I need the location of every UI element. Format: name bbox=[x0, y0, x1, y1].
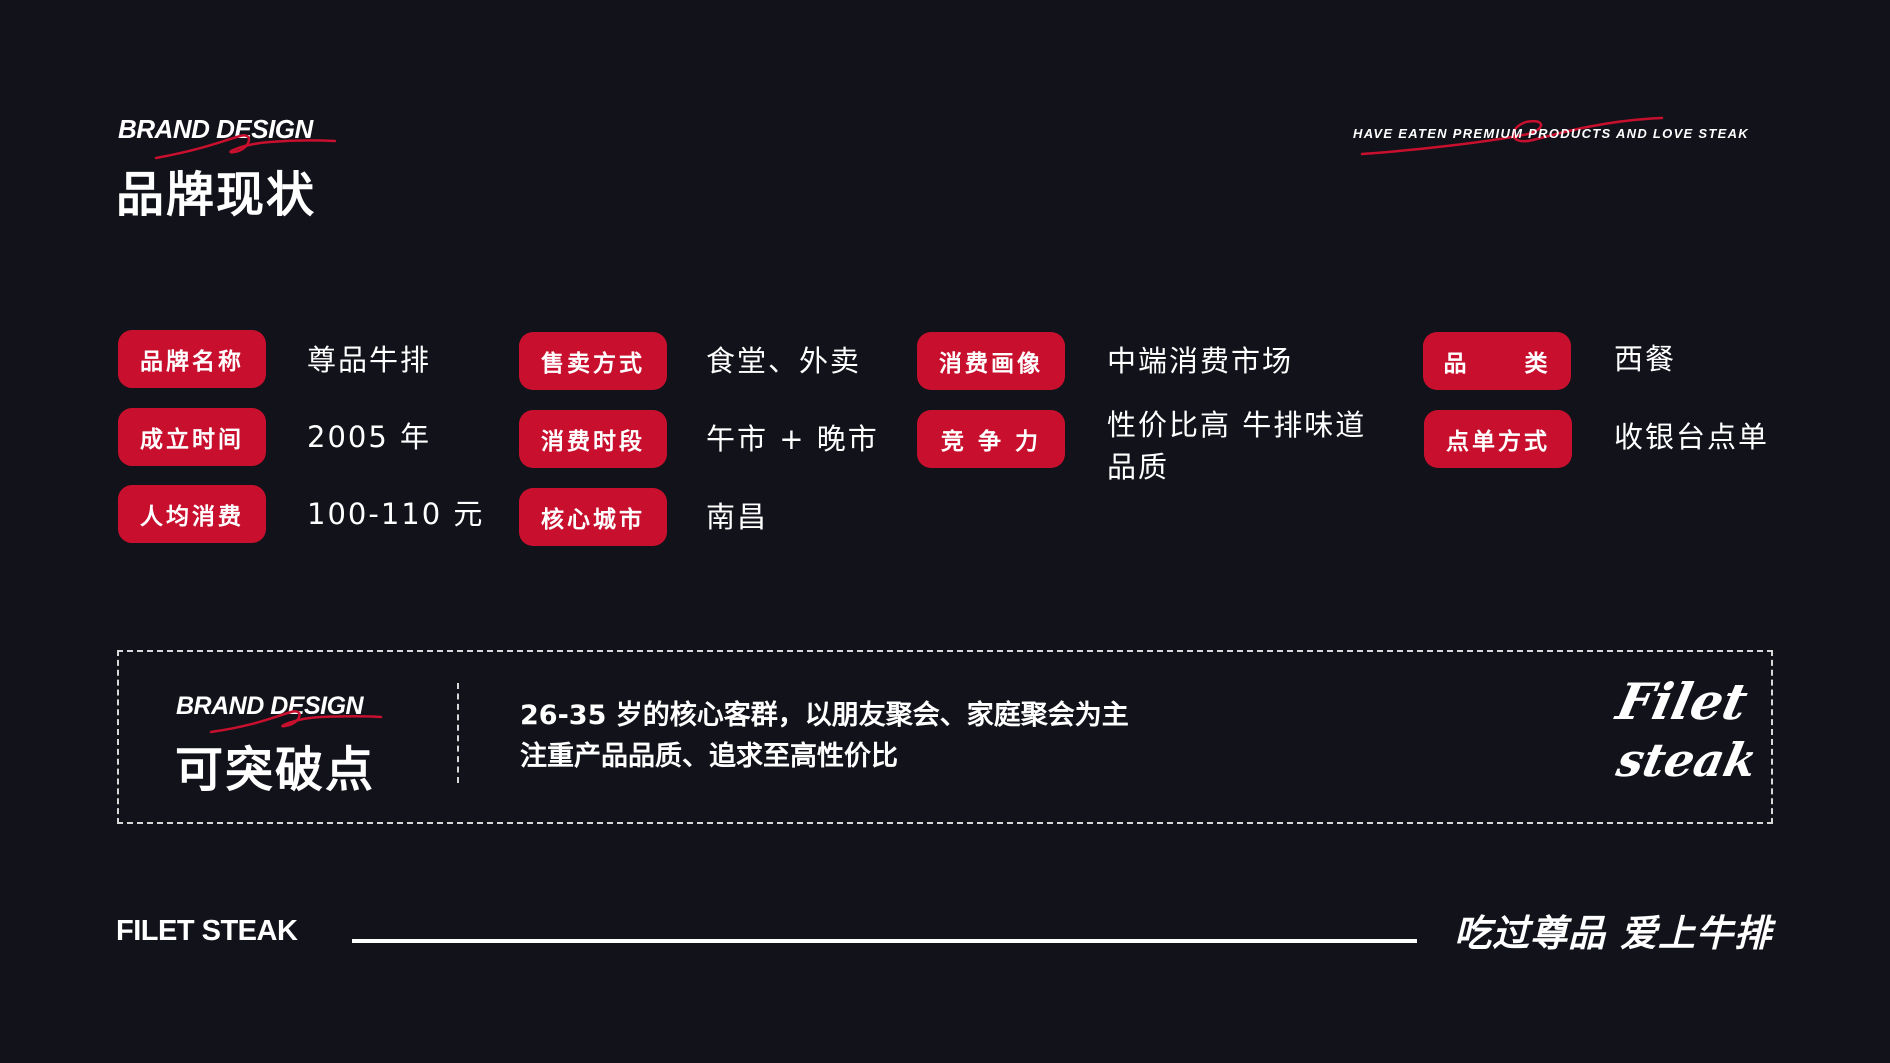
header-tagline: HAVE EATEN PREMIUM PRODUCTS AND LOVE STE… bbox=[1353, 126, 1749, 141]
label-order-mode: 点单方式 bbox=[1424, 410, 1572, 468]
value-sales-mode: 食堂、外卖 bbox=[706, 344, 862, 378]
value-order-mode: 收银台点单 bbox=[1614, 420, 1770, 454]
label-category: 品 类 bbox=[1423, 332, 1571, 390]
value-brand-name: 尊品牛排 bbox=[307, 343, 432, 377]
logo-filet-text: Filet bbox=[1611, 672, 1753, 731]
footer-divider-line bbox=[352, 939, 1417, 943]
label-core-city: 核心城市 bbox=[519, 488, 667, 546]
label-competitiveness: 竞 争 力 bbox=[917, 410, 1065, 468]
breakthrough-divider bbox=[457, 683, 459, 783]
breakthrough-line-2: 注重产品品质、追求至高性价比 bbox=[520, 741, 898, 772]
header-swoosh-decoration bbox=[154, 134, 337, 160]
breakthrough-brand-tag: BRAND DESIGN bbox=[176, 692, 364, 720]
value-competitiveness-line1: 性价比高 牛排味道 bbox=[1107, 408, 1367, 442]
page-title: 品牌现状 bbox=[116, 167, 317, 223]
footer-brand-name: FILET STEAK bbox=[116, 915, 298, 947]
label-consume-period: 消费时段 bbox=[519, 410, 667, 468]
breakthrough-line-1: 26-35 岁的核心客群，以朋友聚会、家庭聚会为主 bbox=[520, 700, 1129, 731]
label-avg-spend: 人均消费 bbox=[118, 485, 266, 543]
value-category: 西餐 bbox=[1614, 342, 1677, 376]
tagline-swoosh-decoration bbox=[1360, 116, 1664, 156]
value-avg-spend: 100-110 元 bbox=[307, 497, 485, 531]
label-brand-name: 品牌名称 bbox=[118, 330, 266, 388]
value-competitiveness-line2: 品质 bbox=[1107, 450, 1170, 484]
value-consume-period: 午市 + 晚市 bbox=[706, 422, 879, 456]
value-consumer-profile: 中端消费市场 bbox=[1107, 344, 1294, 378]
value-founded: 2005 年 bbox=[307, 420, 432, 454]
logo-steak-text: steak bbox=[1612, 733, 1762, 787]
breakthrough-title: 可突破点 bbox=[175, 742, 376, 798]
breakthrough-panel bbox=[117, 650, 1773, 824]
label-consumer-profile: 消费画像 bbox=[917, 332, 1065, 390]
label-founded: 成立时间 bbox=[118, 408, 266, 466]
label-sales-mode: 售卖方式 bbox=[519, 332, 667, 390]
value-core-city: 南昌 bbox=[706, 500, 769, 534]
breakthrough-swoosh-decoration bbox=[209, 710, 383, 734]
header-brand-tag: BRAND DESIGN bbox=[118, 114, 313, 144]
footer-slogan: 吃过尊品 爱上牛排 bbox=[1454, 912, 1772, 955]
